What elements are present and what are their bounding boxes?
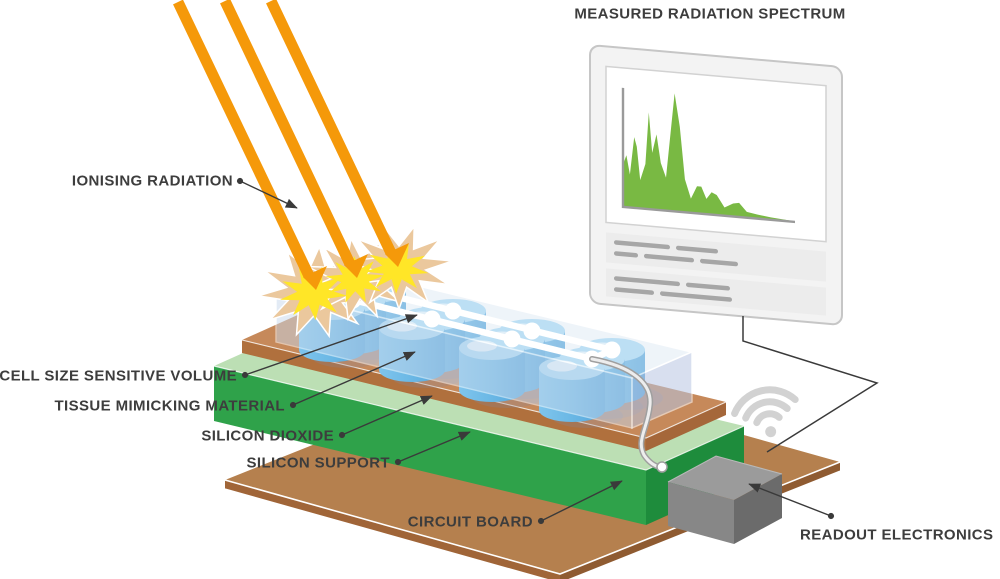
leader-ionising [236, 177, 298, 209]
leader-dioxide [338, 395, 433, 439]
beam-arrowhead [303, 266, 327, 290]
label-cell-size-sensitive-volume: CELL SIZE SENSITIVE VOLUME [0, 367, 237, 385]
ionising-beams [173, 0, 409, 290]
label-silicon-support: SILICON SUPPORT [246, 454, 390, 472]
page-title: MEASURED RADIATION SPECTRUM [574, 5, 846, 23]
label-readout-electronics: READOUT ELECTRONICS [800, 526, 994, 544]
spectrum-chart [621, 87, 795, 224]
label-silicon-dioxide: SILICON DIOXIDE [201, 427, 334, 445]
beam-arrowhead [344, 254, 368, 278]
leader-circuit-board [537, 480, 623, 525]
leader-cell-size [241, 314, 418, 379]
impact-starburst [257, 224, 453, 339]
label-ionising-radiation: IONISING RADIATION [71, 172, 233, 190]
leader-support [394, 431, 471, 466]
monitor-connection-line [742, 316, 879, 453]
label-tissue-mimicking-material: TISSUE MIMICKING MATERIAL [54, 397, 285, 415]
connection-cable [589, 356, 668, 473]
chart-axes [621, 87, 795, 224]
leader-readout [748, 483, 835, 520]
beam-arrowhead [385, 243, 409, 267]
leader-tissue [289, 351, 416, 409]
label-circuit-board: CIRCUIT BOARD [407, 513, 533, 531]
monitor-text-placeholder [606, 232, 826, 316]
monitor [589, 44, 843, 326]
wifi-icon [731, 386, 799, 438]
leader-lines [236, 177, 835, 525]
